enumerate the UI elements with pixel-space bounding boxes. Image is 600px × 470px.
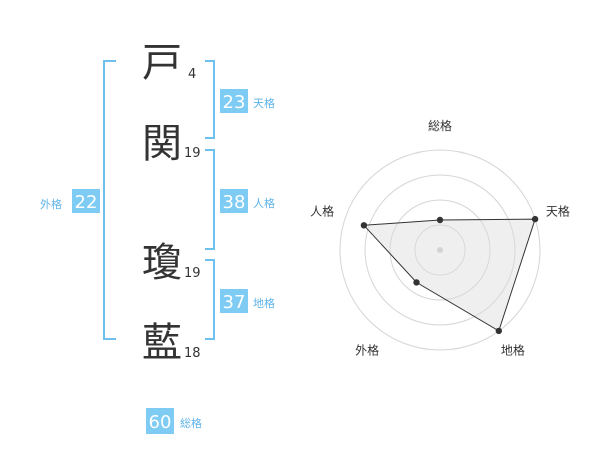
name-char-2: 関 [142, 121, 182, 167]
jinkaku-bracket [205, 149, 215, 250]
radar-center-dot [437, 247, 443, 253]
soukaku-label: 総格 [180, 416, 202, 430]
radar-point-地格 [495, 327, 502, 335]
radar-ring-3 [364, 174, 516, 326]
chikaku-label: 地格 [253, 296, 275, 310]
name-char-3: 瓊 [142, 240, 182, 286]
chikaku-box [220, 289, 248, 313]
radar-point-天格 [531, 215, 539, 223]
tenkaku-value: 23 [223, 92, 246, 113]
soukaku-value: 60 [149, 412, 172, 433]
radar-axis-label-外格: 外格 [355, 342, 379, 357]
stroke-count-1: 4 [188, 67, 196, 82]
tenkaku-bracket [205, 60, 215, 139]
gaikaku-value: 22 [75, 192, 98, 213]
radar-axis-label-天格: 天格 [546, 204, 570, 219]
radar-ring-1 [414, 224, 466, 276]
soukaku-box [146, 408, 174, 434]
gaikaku-box [72, 189, 100, 213]
radar-series-polygon [362, 218, 536, 332]
radar-axis-label-人格: 人格 [310, 204, 334, 219]
radar-axis-label-総格: 総格 [428, 118, 452, 133]
jinkaku-box [220, 189, 248, 213]
radar-point-人格 [360, 222, 368, 229]
stroke-count-3: 19 [184, 266, 201, 281]
radar-ring-4 [339, 149, 541, 351]
jinkaku-label: 人格 [253, 196, 275, 210]
stroke-count-2: 19 [184, 146, 201, 161]
radar-ring-2 [389, 199, 491, 301]
name-char-4: 藍 [142, 320, 182, 366]
chikaku-value: 37 [223, 292, 246, 313]
jinkaku-value: 38 [223, 192, 246, 213]
radar-point-外格 [413, 279, 420, 286]
tenkaku-box [220, 89, 248, 113]
stroke-count-4: 18 [184, 346, 201, 361]
name-structure-diagram: 戸 4 関 19 瓊 19 藍 18 外格 22 23 天格 38 人格 37 … [40, 40, 275, 434]
radar-axis-label-地格: 地格 [501, 342, 525, 357]
gaikaku-bracket [103, 60, 116, 340]
tenkaku-label: 天格 [253, 96, 275, 110]
gaikaku-label: 外格 [40, 197, 62, 211]
radar-point-総格 [436, 216, 444, 224]
name-char-1: 戸 [142, 40, 182, 86]
chikaku-bracket [205, 259, 215, 340]
